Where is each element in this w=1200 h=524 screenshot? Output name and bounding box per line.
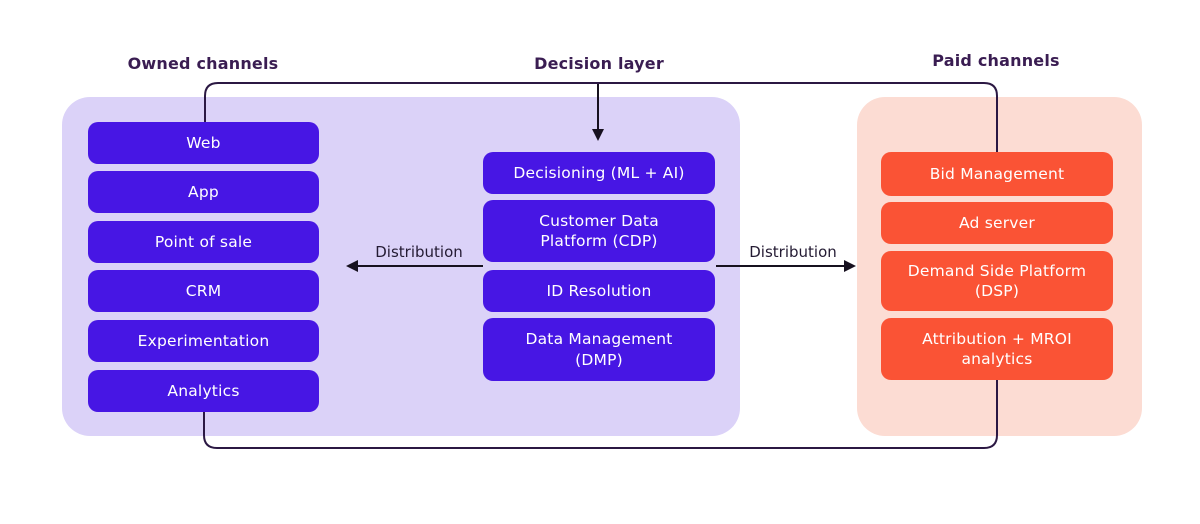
owned-channels-label: Owned channels (127, 54, 279, 73)
node-demand-side-platform-label: Demand Side Platform (DSP) (907, 261, 1087, 300)
node-decisioning: Decisioning (ML + AI) (483, 152, 715, 194)
node-point-of-sale: Point of sale (88, 221, 319, 263)
node-data-management: Data Management (DMP) (483, 318, 715, 381)
distribution-left-label: Distribution (375, 243, 463, 261)
node-analytics: Analytics (88, 370, 319, 412)
node-experimentation: Experimentation (88, 320, 319, 362)
node-customer-data-platform: Customer Data Platform (CDP) (483, 200, 715, 262)
distribution-right-label: Distribution (749, 243, 837, 261)
top-connector-line (204, 82, 998, 154)
bottom-connector-line (203, 380, 998, 449)
node-id-resolution: ID Resolution (483, 270, 715, 312)
paid-channels-label: Paid channels (932, 51, 1060, 70)
node-attribution-mroi: Attribution + MROI analytics (881, 318, 1113, 380)
node-app: App (88, 171, 319, 213)
node-customer-data-platform-label: Customer Data Platform (CDP) (539, 211, 659, 250)
distribution-arrow-right-head-icon (844, 260, 856, 272)
distribution-arrow-left-head-icon (346, 260, 358, 272)
node-attribution-mroi-label: Attribution + MROI analytics (922, 329, 1072, 368)
node-crm: CRM (88, 270, 319, 312)
node-web: Web (88, 122, 319, 164)
node-ad-server: Ad server (881, 202, 1113, 244)
node-data-management-label: Data Management (DMP) (525, 330, 673, 369)
node-demand-side-platform: Demand Side Platform (DSP) (881, 251, 1113, 311)
node-bid-management: Bid Management (881, 152, 1113, 196)
decision-layer-label: Decision layer (534, 54, 664, 73)
decision-arrow-head-icon (592, 129, 604, 141)
